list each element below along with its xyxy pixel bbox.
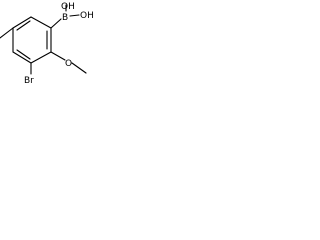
bond-boron-hydroxyl-right <box>69 14 80 17</box>
methoxy-oxygen-label: O <box>65 59 72 69</box>
substituent-bonds <box>0 4 87 75</box>
bond-c2-methoxy-oxygen <box>50 51 66 61</box>
bond-ring-c6-c1 <box>30 16 52 29</box>
bond-ring-c5-c6 <box>12 16 32 29</box>
ring-bonds <box>12 16 52 64</box>
hydroxyl-top-label: OH <box>61 2 75 12</box>
hydroxyl-right-label: OH <box>80 11 94 21</box>
bond-ring-inner-double-3 <box>16 20 31 31</box>
molecule-structure: B OH OH O Br <box>0 2 94 86</box>
bond-c5-methyl <box>0 27 14 39</box>
bond-ring-inner-double-2 <box>16 49 31 60</box>
bond-methoxy-methyl <box>71 62 87 74</box>
bond-ring-c3-c4 <box>12 51 32 64</box>
atom-labels: B OH OH O Br <box>24 2 94 86</box>
bromine-label: Br <box>24 76 34 86</box>
boron-label: B <box>62 13 68 23</box>
bond-ring-c2-c3 <box>30 51 52 64</box>
bond-c1-boron <box>50 18 62 29</box>
